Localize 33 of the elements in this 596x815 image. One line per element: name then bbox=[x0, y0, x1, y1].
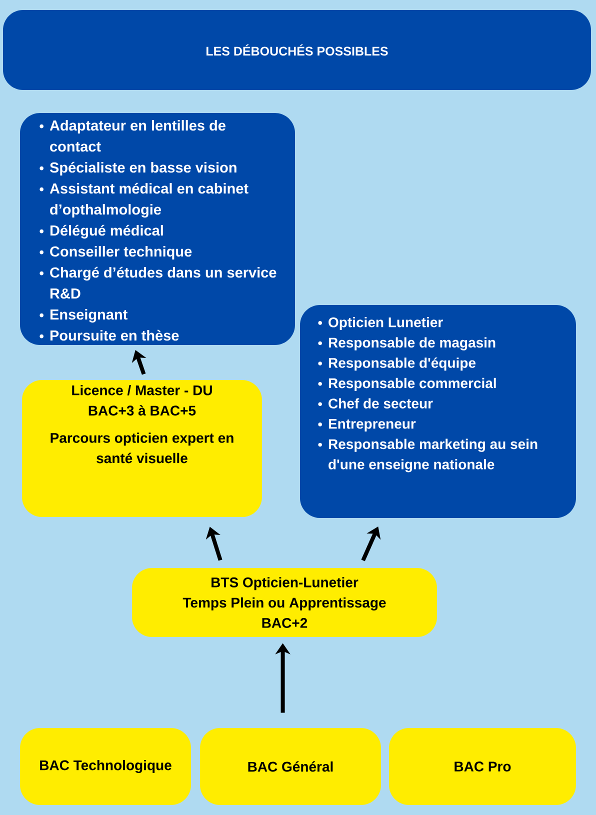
degree-box bbox=[132, 568, 437, 637]
level-box bbox=[200, 728, 381, 805]
list-item: Responsable d'équipe bbox=[318, 357, 476, 371]
box-text: BAC Général bbox=[248, 761, 333, 772]
list-item: Responsable de magasin bbox=[318, 337, 496, 350]
list-item: Enseignant bbox=[40, 309, 128, 323]
list-item: Spécialiste en basse vision bbox=[40, 162, 236, 176]
level-box bbox=[389, 728, 576, 805]
level-box bbox=[20, 728, 191, 805]
list-item: Responsable commercial bbox=[318, 378, 496, 391]
list-item: Responsable marketing au sein d'une enseigne nationale bbox=[318, 438, 538, 472]
list-item: Assistant médical en cabinet d’opthalmologie bbox=[40, 182, 248, 218]
list-item: Entrepreneur bbox=[318, 419, 416, 432]
list-item: Chef de secteur bbox=[318, 398, 433, 408]
list-item: Poursuite en thèse bbox=[40, 330, 179, 341]
list-item: Chargé d’études dans un service R&D bbox=[40, 266, 276, 299]
list-item: Conseiller technique bbox=[40, 246, 192, 260]
box-text: Temps Plein ou Apprentissage bbox=[182, 597, 386, 610]
box-text: BTS Opticien-Lunetier bbox=[212, 577, 358, 590]
box-text: Licence / Master - DU bbox=[72, 385, 212, 396]
list-item: Opticien Lunetier bbox=[318, 317, 443, 330]
list-item: Adaptateur en lentilles de contact bbox=[40, 120, 226, 152]
box-text: Parcours opticien expert en santé visuelle bbox=[50, 432, 234, 464]
job-list-box bbox=[20, 113, 295, 345]
list-item: Délégué médical bbox=[40, 224, 163, 239]
box-text: BAC Pro bbox=[454, 762, 511, 772]
box-text: BAC+2 bbox=[262, 618, 308, 628]
job-list-box bbox=[300, 305, 576, 518]
title-banner bbox=[3, 10, 591, 90]
box-text: LES DÉBOUCHÉS POSSIBLES bbox=[206, 44, 388, 56]
box-text: BAC Technologique bbox=[40, 760, 172, 774]
box-text: BAC+3 à BAC+5 bbox=[88, 405, 196, 416]
degree-box bbox=[22, 380, 262, 517]
